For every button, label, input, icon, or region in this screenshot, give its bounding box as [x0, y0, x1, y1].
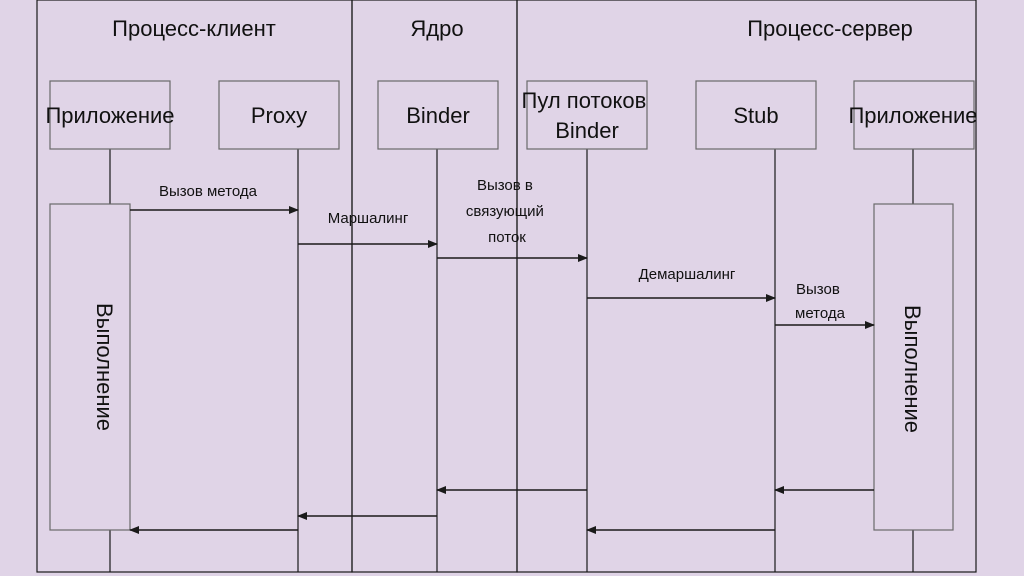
msg-call-method-server-line1: Вызов: [796, 281, 840, 298]
thread-pool-box: [526, 80, 648, 150]
server-app-label: Приложение: [848, 103, 977, 128]
client-activation: [49, 203, 131, 531]
client-app-label: Приложение: [45, 103, 174, 128]
msg-call-thread-label: Вызов в связующий поток: [466, 177, 548, 246]
binder-label: Binder: [406, 103, 470, 128]
server-activation-label: Выполнение: [900, 305, 925, 433]
server-activation: [873, 203, 954, 531]
msg-call-method-server-label: Вызов метода: [795, 281, 846, 322]
server-column-title: Процесс-сервер: [747, 16, 913, 41]
msg-call-thread-line2: связующий: [466, 203, 544, 220]
column-frames: [36, 0, 977, 573]
client-app-box: [49, 80, 171, 150]
thread-pool-label: Пул потоков Binder: [522, 88, 653, 143]
proxy-box: [218, 80, 340, 150]
binder-box: [377, 80, 499, 150]
server-column-frame: [516, 0, 977, 573]
msg-call-thread-line1: Вызов в: [477, 177, 533, 194]
kernel-column-title: Ядро: [410, 16, 463, 41]
client-activation-label: Выполнение: [92, 303, 117, 431]
proxy-label: Proxy: [251, 103, 307, 128]
forward-messages: [130, 206, 875, 329]
return-messages: [129, 486, 874, 534]
msg-marshaling-label: Маршалинг: [328, 210, 409, 227]
client-column-title: Процесс-клиент: [112, 16, 276, 41]
participant-boxes: [49, 80, 975, 150]
stub-label: Stub: [733, 103, 778, 128]
stub-box: [695, 80, 817, 150]
msg-call-method-server-line2: метода: [795, 305, 846, 322]
msg-unmarshaling-label: Демаршалинг: [639, 266, 736, 283]
thread-pool-label-line1: Пул потоков: [522, 88, 647, 113]
server-app-box: [853, 80, 975, 150]
msg-call-method-label: Вызов метода: [159, 183, 258, 200]
msg-call-thread-line3: поток: [488, 229, 526, 246]
thread-pool-label-line2: Binder: [555, 118, 619, 143]
